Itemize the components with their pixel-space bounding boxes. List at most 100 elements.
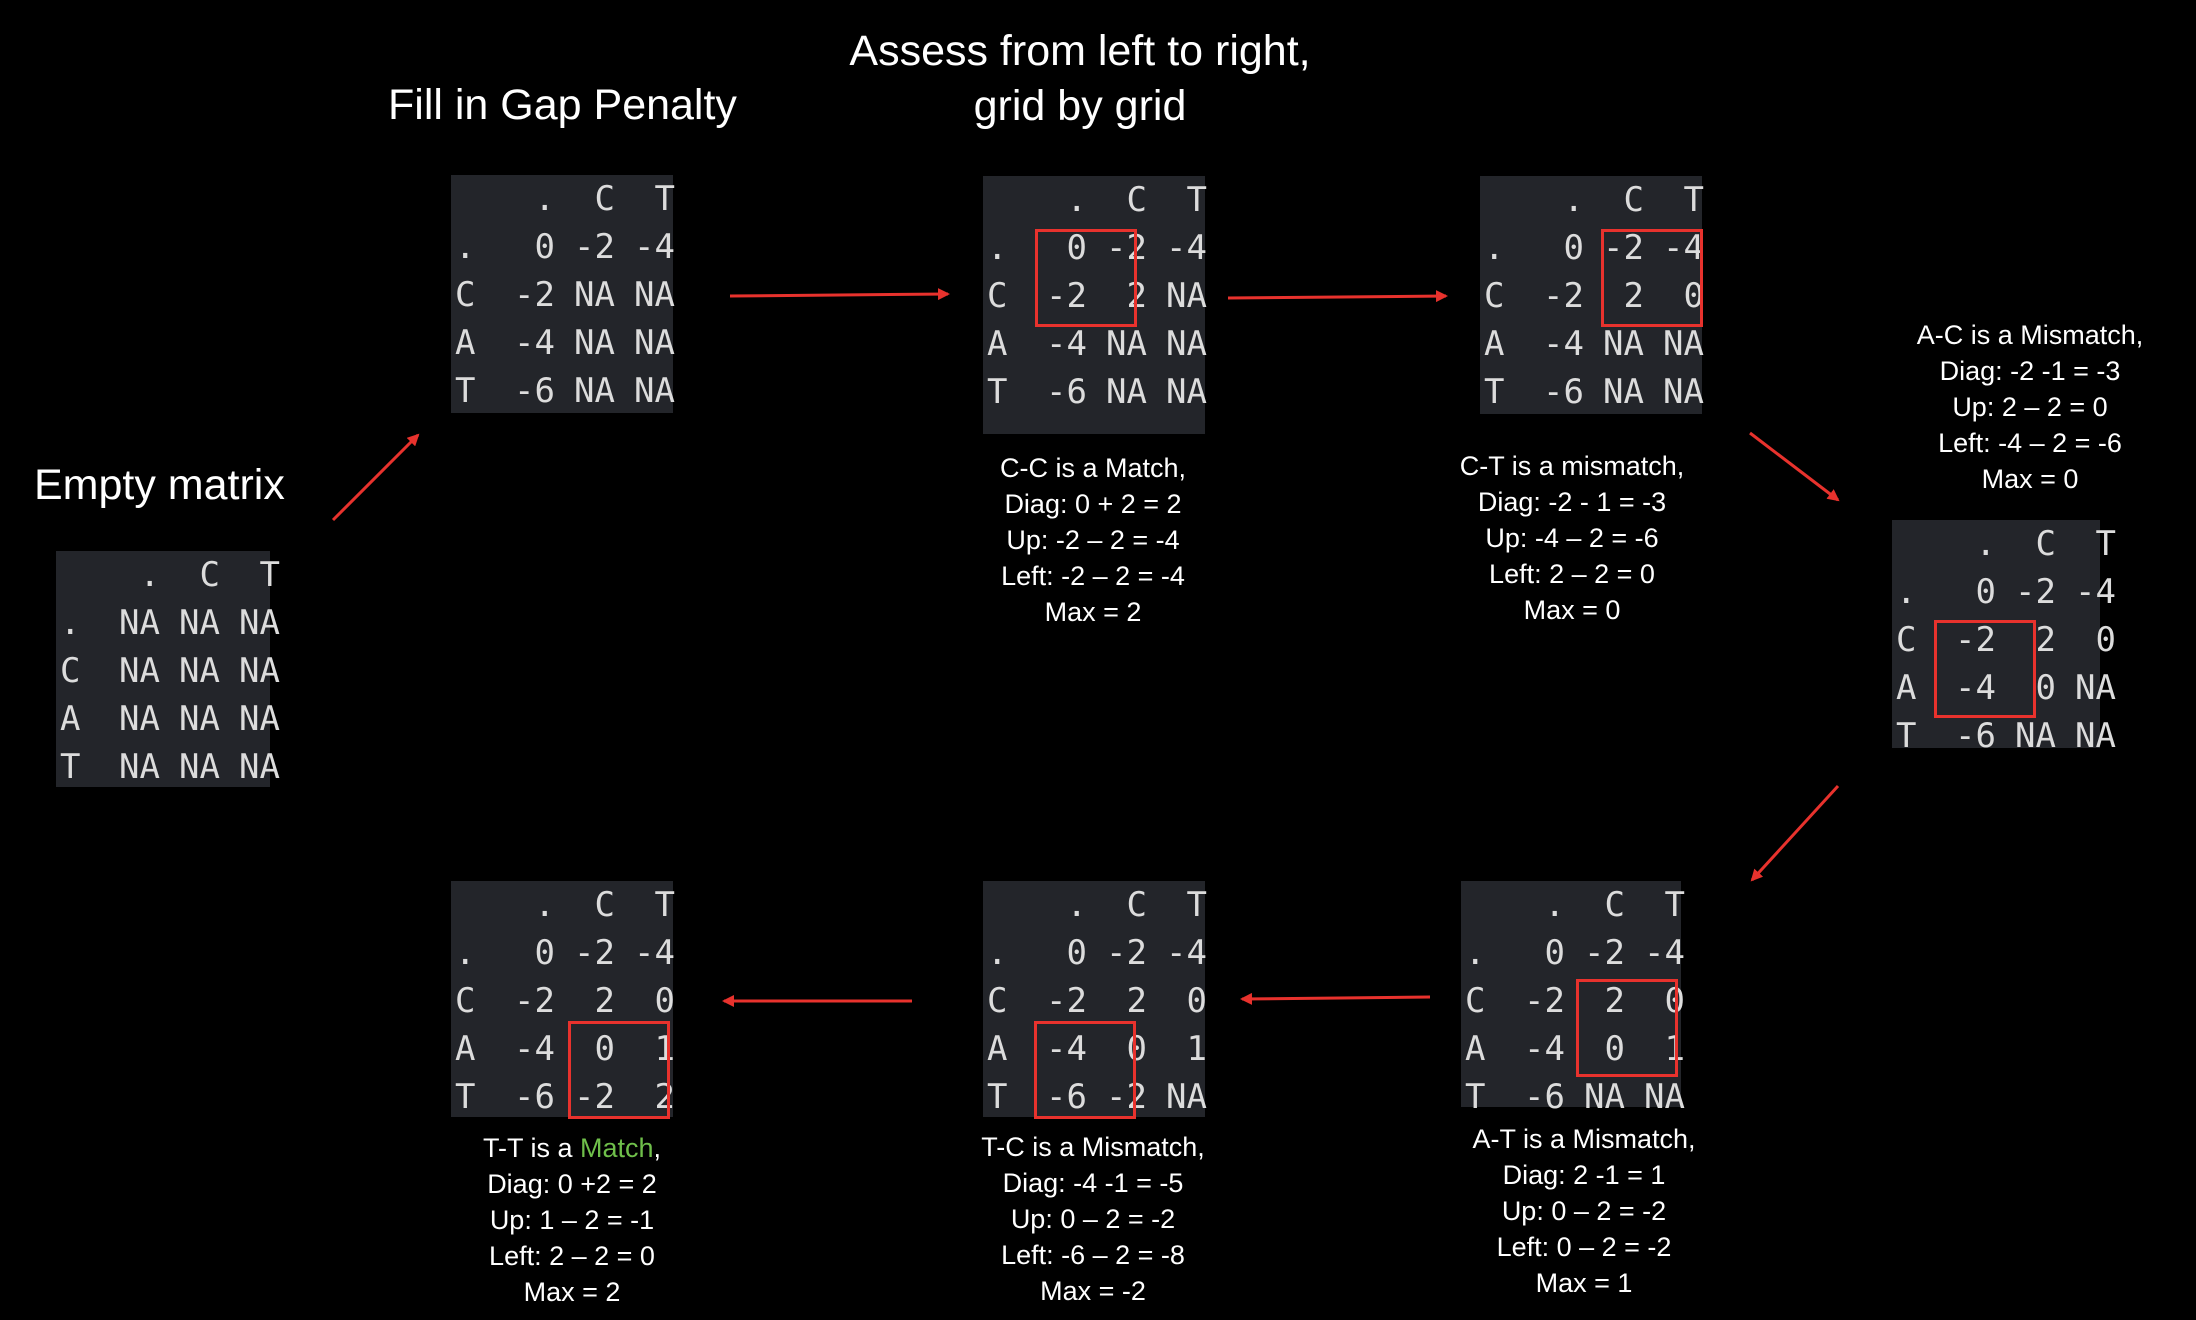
matrix-label: . (1066, 180, 1087, 220)
matrix-cell: 0 (1664, 981, 1685, 1021)
matrix-cell: -2 (1584, 933, 1625, 973)
arrow-gap-to-step1 (729, 288, 950, 301)
matrix-cell: -2 (574, 933, 615, 973)
matrix-cell: -2 (514, 981, 555, 1021)
matrix-cell: NA (239, 747, 280, 787)
matrix-cell: NA (119, 651, 160, 691)
matrix-row: .0-2-4 (1465, 929, 1685, 977)
matrix-cell: NA (1663, 372, 1704, 412)
matrix-cell: NA (1166, 324, 1207, 364)
matrix-row: .0-2-4 (455, 929, 675, 977)
matrix-cell: -4 (1046, 324, 1087, 364)
matrix-cell: NA (574, 371, 615, 411)
matrix-label: C (1465, 981, 1486, 1021)
matrix-label: A (987, 324, 1008, 364)
matrix-label: . (455, 227, 476, 267)
matrix-cell: 2 (1126, 981, 1147, 1021)
matrix-cell: 0 (1563, 228, 1584, 268)
matrix-cell: NA (119, 603, 160, 643)
matrix-cell: -6 (514, 1077, 555, 1117)
description-step6-line3: Up: 1 – 2 = -1 (489, 1205, 655, 1235)
matrix-label: C (987, 981, 1008, 1021)
matrix-cell: 0 (1186, 981, 1207, 1021)
matrix-label: . (987, 228, 1008, 268)
matrix-label: . (1484, 228, 1505, 268)
description-line: Diag: -2 - 1 = -3 (1477, 487, 1667, 517)
matrix-label: T (1186, 180, 1207, 220)
title-empty-matrix: Empty matrix (34, 461, 285, 509)
matrix-cell: NA (119, 747, 160, 787)
matrix-cell: NA (179, 747, 220, 787)
matrix-row: .0-2-4 (455, 223, 675, 271)
arrow-step3-to-step4 (1750, 784, 1840, 882)
description-step6-line5: Max = 2 (523, 1277, 621, 1307)
matrix-cell: 1 (1186, 1029, 1207, 1069)
matrix-cell: -4 (1663, 228, 1704, 268)
description-line: C-T is a mismatch, (1459, 451, 1685, 481)
matrix-row: .0-2-4 (987, 929, 1207, 977)
matrix-label: C (455, 275, 476, 315)
matrix-label: C (594, 885, 615, 925)
matrix-cell: NA (1106, 372, 1147, 412)
matrix-label: A (987, 1029, 1008, 1069)
matrix-cell: NA (2075, 716, 2116, 756)
matrix-cell: 0 (2035, 668, 2056, 708)
description-step6-line2: Diag: 0 +2 = 2 (487, 1169, 657, 1199)
description-line: Diag: -4 -1 = -5 (1002, 1168, 1184, 1198)
matrix-label: . (1465, 933, 1486, 973)
matrix-cell: -4 (1166, 228, 1207, 268)
highlight-box-step6 (568, 1021, 670, 1119)
highlight-box-step2 (1601, 229, 1703, 327)
description-line: Up: 0 – 2 = -2 (1501, 1196, 1667, 1226)
title-assess: Assess from left to right, grid by grid (830, 24, 1330, 134)
matrix-cell: -2 (514, 275, 555, 315)
matrix-cell: -6 (1543, 372, 1584, 412)
matrix-cell: -2 (1106, 933, 1147, 973)
matrix-cell: NA (239, 603, 280, 643)
matrix-cell: 0 (1604, 1029, 1625, 1069)
matrix-cell: -6 (514, 371, 555, 411)
matrix-cell: NA (634, 371, 675, 411)
matrix-label: C (2035, 524, 2056, 564)
title-assess-line1: Assess from left to right, (849, 27, 1311, 75)
description-line: Diag: 0 + 2 = 2 (1004, 489, 1182, 519)
matrix-cell: 0 (1975, 572, 1996, 612)
matrix-cell: -6 (1524, 1077, 1565, 1117)
matrix-cell: -4 (1046, 1029, 1087, 1069)
matrix-cell: 0 (1683, 276, 1704, 316)
matrix-label: T (1683, 180, 1704, 220)
matrix-cell: NA (179, 699, 220, 739)
matrix-cell: 0 (2095, 620, 2116, 660)
highlight-box-step5 (1034, 1021, 1136, 1119)
description-line: Diag: -2 -1 = -3 (1939, 356, 2121, 386)
matrix-cell: -2 (1524, 981, 1565, 1021)
matrix-cell: -2 (1603, 228, 1644, 268)
description-line: Max = 0 (1981, 464, 2079, 494)
title-gap-penalty: Fill in Gap Penalty (388, 81, 737, 129)
matrix-cell: -4 (634, 933, 675, 973)
description-line: Up: -2 – 2 = -4 (1006, 525, 1180, 555)
